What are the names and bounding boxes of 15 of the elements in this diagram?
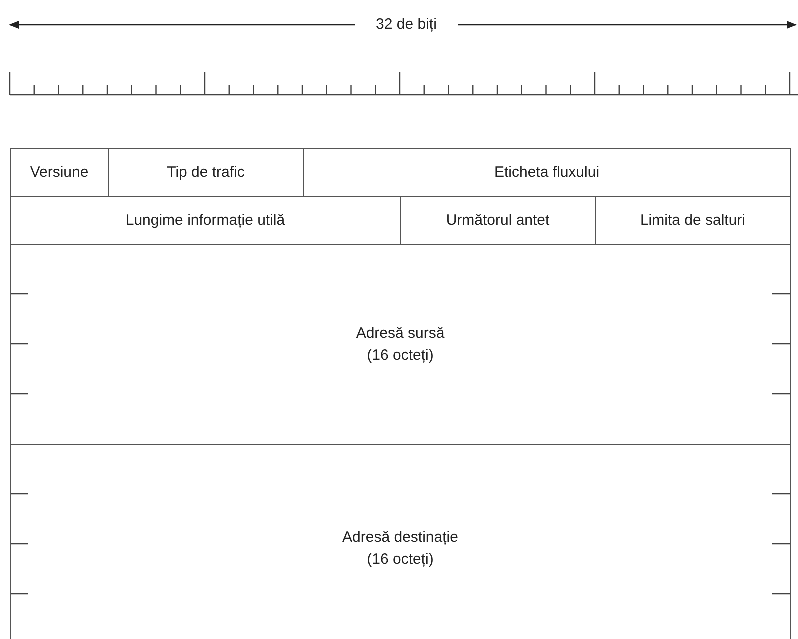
field-label: Eticheta fluxului — [494, 162, 600, 182]
field-label: Următorul antet — [446, 210, 550, 230]
field-label: Versiune — [30, 162, 89, 182]
header-field — [10, 444, 791, 639]
field-label: Lungime informație utilă — [126, 210, 286, 230]
header-field — [10, 148, 109, 197]
field-label: (16 octeți) — [367, 346, 434, 366]
field-label: Adresă sursă — [356, 324, 445, 344]
field-label: Limita de salturi — [640, 210, 746, 230]
header-field — [10, 244, 791, 445]
header-field — [303, 148, 791, 197]
field-label: Tip de trafic — [167, 162, 245, 182]
field-label: Adresă destinație — [342, 528, 458, 548]
dimension-label: 32 de biți — [375, 15, 438, 35]
field-label: (16 octeți) — [367, 550, 434, 570]
